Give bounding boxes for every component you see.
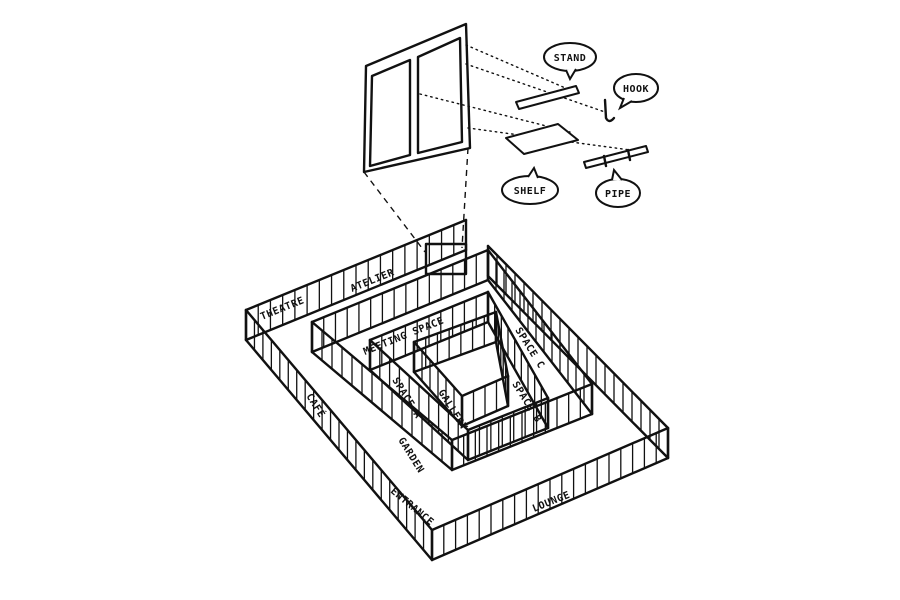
stand-part xyxy=(515,85,580,110)
room-label-space-a: SPACE A xyxy=(389,376,423,421)
projection-lines xyxy=(419,44,631,151)
hook-label-bubble: HOOK xyxy=(613,73,659,111)
pipe-label: PIPE xyxy=(605,189,631,200)
wall-segment xyxy=(244,218,468,342)
wall-panel xyxy=(362,22,472,174)
shelf-label-bubble: SHELF xyxy=(501,165,559,205)
panel-left-pane xyxy=(368,58,412,168)
stand-label: STAND xyxy=(554,53,587,64)
room-label-lounge: LOUNGE xyxy=(531,490,572,515)
panel-right-pane xyxy=(416,36,464,155)
hook-label: HOOK xyxy=(623,84,649,95)
spiral-wall xyxy=(244,218,670,562)
panel-to-wall-lines xyxy=(363,147,469,253)
wall-section-under-panel xyxy=(424,242,468,276)
room-label-entrance: ENTRANCE xyxy=(388,486,436,528)
wall-segment xyxy=(460,374,510,428)
stand-label-bubble: STAND xyxy=(543,42,597,82)
wall-segment xyxy=(430,426,670,562)
shelf-label: SHELF xyxy=(514,186,547,197)
wall-segment xyxy=(244,308,434,562)
wall-segment xyxy=(368,338,470,462)
wall-segment xyxy=(412,340,464,428)
pipe-label-bubble: PIPE xyxy=(595,167,641,208)
room-label-cafe: CAFÉ xyxy=(303,391,328,420)
room-label-garden: GARDEN xyxy=(395,436,425,476)
pipe-part xyxy=(583,145,649,169)
panel-outer-frame xyxy=(362,22,472,174)
hook-part xyxy=(603,98,616,123)
room-label-meeting-space: MEETING SPACE xyxy=(362,315,446,357)
shelf-part xyxy=(505,123,579,155)
